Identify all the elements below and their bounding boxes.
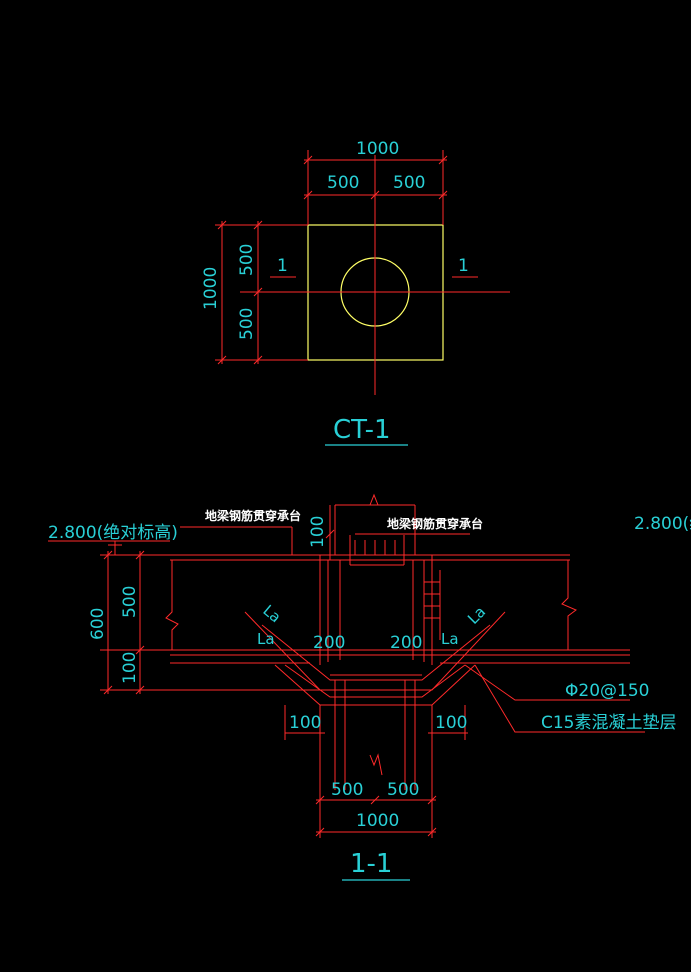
plan-dim-total: 1000 [356, 139, 399, 159]
section-dim-lines [48, 505, 470, 838]
note-beam-rebar-right: 地梁钢筋贯穿承台 [387, 516, 483, 531]
dim-500-right: 500 [387, 780, 419, 800]
plan-dim-top: 500 [237, 244, 257, 276]
rebar-note: Φ20@150 [565, 681, 649, 701]
plan-top-dims [303, 150, 448, 225]
la-right-slant: La [464, 603, 489, 628]
dim-500-left: 500 [331, 780, 363, 800]
plan-dim-bottom: 500 [237, 308, 257, 340]
ground-beams [165, 554, 630, 664]
note-beam-rebar-left: 地梁钢筋贯穿承台 [205, 508, 301, 523]
plan-view: 1000 500 500 1000 500 500 1 1 CT-1 [201, 139, 510, 446]
section-title: 1-1 [350, 849, 392, 879]
la-right: La [441, 630, 459, 648]
plan-dim-right: 500 [393, 173, 425, 193]
plan-left-dims [215, 220, 308, 365]
la-left-slant: La [259, 601, 284, 626]
dim-100-top: 100 [308, 516, 328, 548]
dim-500: 500 [120, 586, 140, 618]
dim-200-left: 200 [313, 633, 345, 653]
plan-dim-left: 500 [327, 173, 359, 193]
dim-100-right: 100 [435, 713, 467, 733]
section-view: 2.800(绝对标高) 2.800(绝 地梁钢筋贯穿承台 地梁钢筋贯穿承台 10… [48, 493, 691, 881]
dim-100-bottom: 100 [120, 652, 140, 684]
concrete-note: C15素混凝土垫层 [541, 713, 677, 733]
plan-section-mark-right: 1 [458, 256, 469, 276]
elevation-right: 2.800(绝 [634, 514, 691, 534]
plan-section-mark-left: 1 [277, 256, 288, 276]
dim-600: 600 [88, 608, 108, 640]
column-and-cap [319, 493, 441, 665]
elevation-left: 2.800(绝对标高) [48, 523, 178, 543]
plan-dim-height: 1000 [201, 267, 221, 310]
dim-200-right: 200 [390, 633, 422, 653]
dim-100-left: 100 [289, 713, 321, 733]
dim-1000: 1000 [356, 811, 399, 831]
plan-title: CT-1 [333, 415, 391, 445]
la-left: La [257, 630, 275, 648]
